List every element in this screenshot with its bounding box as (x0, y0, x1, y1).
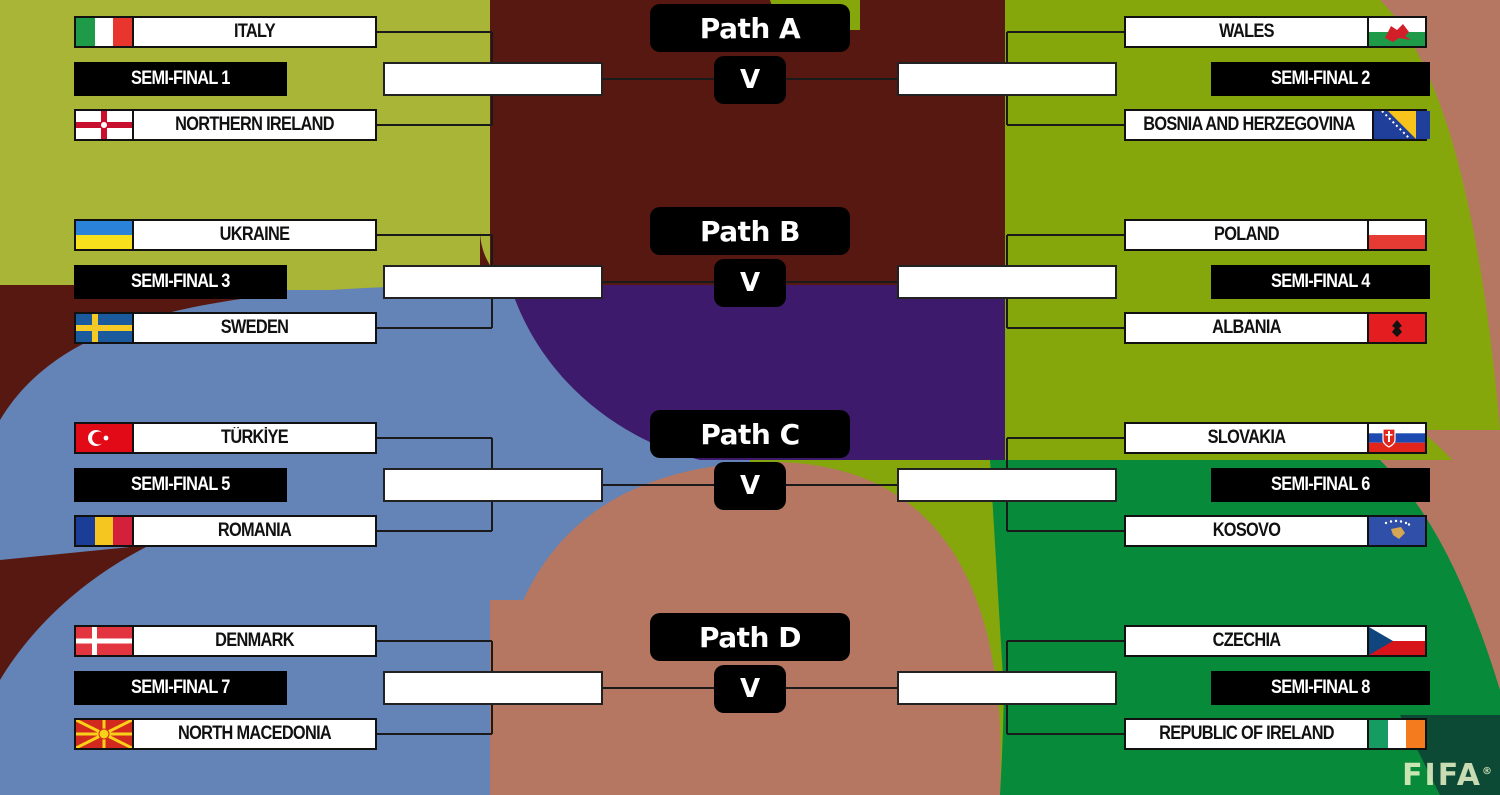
winner-slot (383, 671, 603, 705)
albania-flag-icon (1367, 314, 1425, 342)
team-box: KOSOVO (1124, 515, 1427, 547)
path-label: Path D (650, 613, 850, 661)
semi-final-text: SEMI-FINAL 1 (131, 68, 230, 89)
semi-final-label: SEMI-FINAL 3 (74, 265, 287, 299)
slovakia-flag-icon (1367, 424, 1425, 452)
northern-ireland-flag-icon (76, 111, 134, 139)
team-name: UKRAINE (219, 224, 290, 245)
team-name: DENMARK (215, 630, 294, 651)
team-name: BOSNIA AND HERZEGOVINA (1143, 114, 1355, 135)
semi-final-label: SEMI-FINAL 4 (1211, 265, 1430, 299)
team-name: NORTH MACEDONIA (177, 723, 332, 744)
team-box: ITALY (74, 16, 377, 48)
semi-final-label: SEMI-FINAL 8 (1211, 671, 1430, 705)
winner-slot (897, 671, 1117, 705)
team-box: WALES (1124, 16, 1427, 48)
semi-final-text: SEMI-FINAL 6 (1271, 474, 1370, 495)
team-name: NORTHERN IRELAND (175, 114, 334, 135)
turkiye-flag-icon (76, 424, 134, 452)
team-box: NORTHERN IRELAND (74, 109, 377, 141)
team-name: WALES (1219, 21, 1274, 42)
team-box: ROMANIA (74, 515, 377, 547)
winner-slot (383, 62, 603, 96)
team-box: ALBANIA (1124, 312, 1427, 344)
winner-slot (897, 468, 1117, 502)
semi-final-label: SEMI-FINAL 1 (74, 62, 287, 96)
versus-badge: V (714, 259, 786, 307)
poland-flag-icon (1367, 221, 1425, 249)
versus-badge: V (714, 665, 786, 713)
winner-slot (897, 265, 1117, 299)
italy-flag-icon (76, 18, 134, 46)
team-box: CZECHIA (1124, 625, 1427, 657)
team-name: SLOVAKIA (1207, 427, 1286, 448)
team-name: ALBANIA (1212, 317, 1281, 338)
versus-badge: V (714, 462, 786, 510)
path-label: Path B (650, 207, 850, 255)
team-name: ROMANIA (217, 520, 292, 541)
team-box: DENMARK (74, 625, 377, 657)
semi-final-label: SEMI-FINAL 6 (1211, 468, 1430, 502)
semi-final-label: SEMI-FINAL 7 (74, 671, 287, 705)
team-box: SWEDEN (74, 312, 377, 344)
wales-flag-icon (1367, 18, 1425, 46)
semi-final-text: SEMI-FINAL 7 (131, 677, 230, 698)
team-name: CZECHIA (1212, 630, 1281, 651)
team-box: BOSNIA AND HERZEGOVINA (1124, 109, 1430, 141)
winner-slot (897, 62, 1117, 96)
path-label: Path C (650, 410, 850, 458)
semi-final-text: SEMI-FINAL 4 (1271, 271, 1370, 292)
winner-slot (383, 265, 603, 299)
team-name: SWEDEN (220, 317, 289, 338)
semi-final-label: SEMI-FINAL 5 (74, 468, 287, 502)
team-name: REPUBLIC OF IRELAND (1159, 723, 1335, 744)
fifa-logo: FIFA® (1402, 761, 1494, 791)
semi-final-text: SEMI-FINAL 3 (131, 271, 230, 292)
team-box: TÜRKİYE (74, 422, 377, 454)
north-macedonia-flag-icon (76, 720, 134, 748)
team-name: KOSOVO (1212, 520, 1281, 541)
semi-final-text: SEMI-FINAL 5 (131, 474, 230, 495)
ukraine-flag-icon (76, 221, 134, 249)
team-name: POLAND (1214, 224, 1280, 245)
versus-badge: V (714, 56, 786, 104)
kosovo-flag-icon (1367, 517, 1425, 545)
team-box: REPUBLIC OF IRELAND (1124, 718, 1427, 750)
romania-flag-icon (76, 517, 134, 545)
team-box: SLOVAKIA (1124, 422, 1427, 454)
team-box: UKRAINE (74, 219, 377, 251)
ireland-flag-icon (1367, 720, 1425, 748)
bosnia-flag-icon (1371, 111, 1430, 139)
semi-final-text: SEMI-FINAL 2 (1271, 68, 1370, 89)
denmark-flag-icon (76, 627, 134, 655)
fifa-logo-text: FIFA (1402, 758, 1482, 793)
sweden-flag-icon (76, 314, 134, 342)
czechia-flag-icon (1367, 627, 1425, 655)
registered-mark: ® (1482, 766, 1494, 777)
semi-final-text: SEMI-FINAL 8 (1271, 677, 1370, 698)
team-box: NORTH MACEDONIA (74, 718, 377, 750)
winner-slot (383, 468, 603, 502)
team-name: ITALY (233, 21, 276, 42)
semi-final-label: SEMI-FINAL 2 (1211, 62, 1430, 96)
team-box: POLAND (1124, 219, 1427, 251)
team-name: TÜRKİYE (221, 427, 289, 448)
path-label: Path A (650, 4, 850, 52)
